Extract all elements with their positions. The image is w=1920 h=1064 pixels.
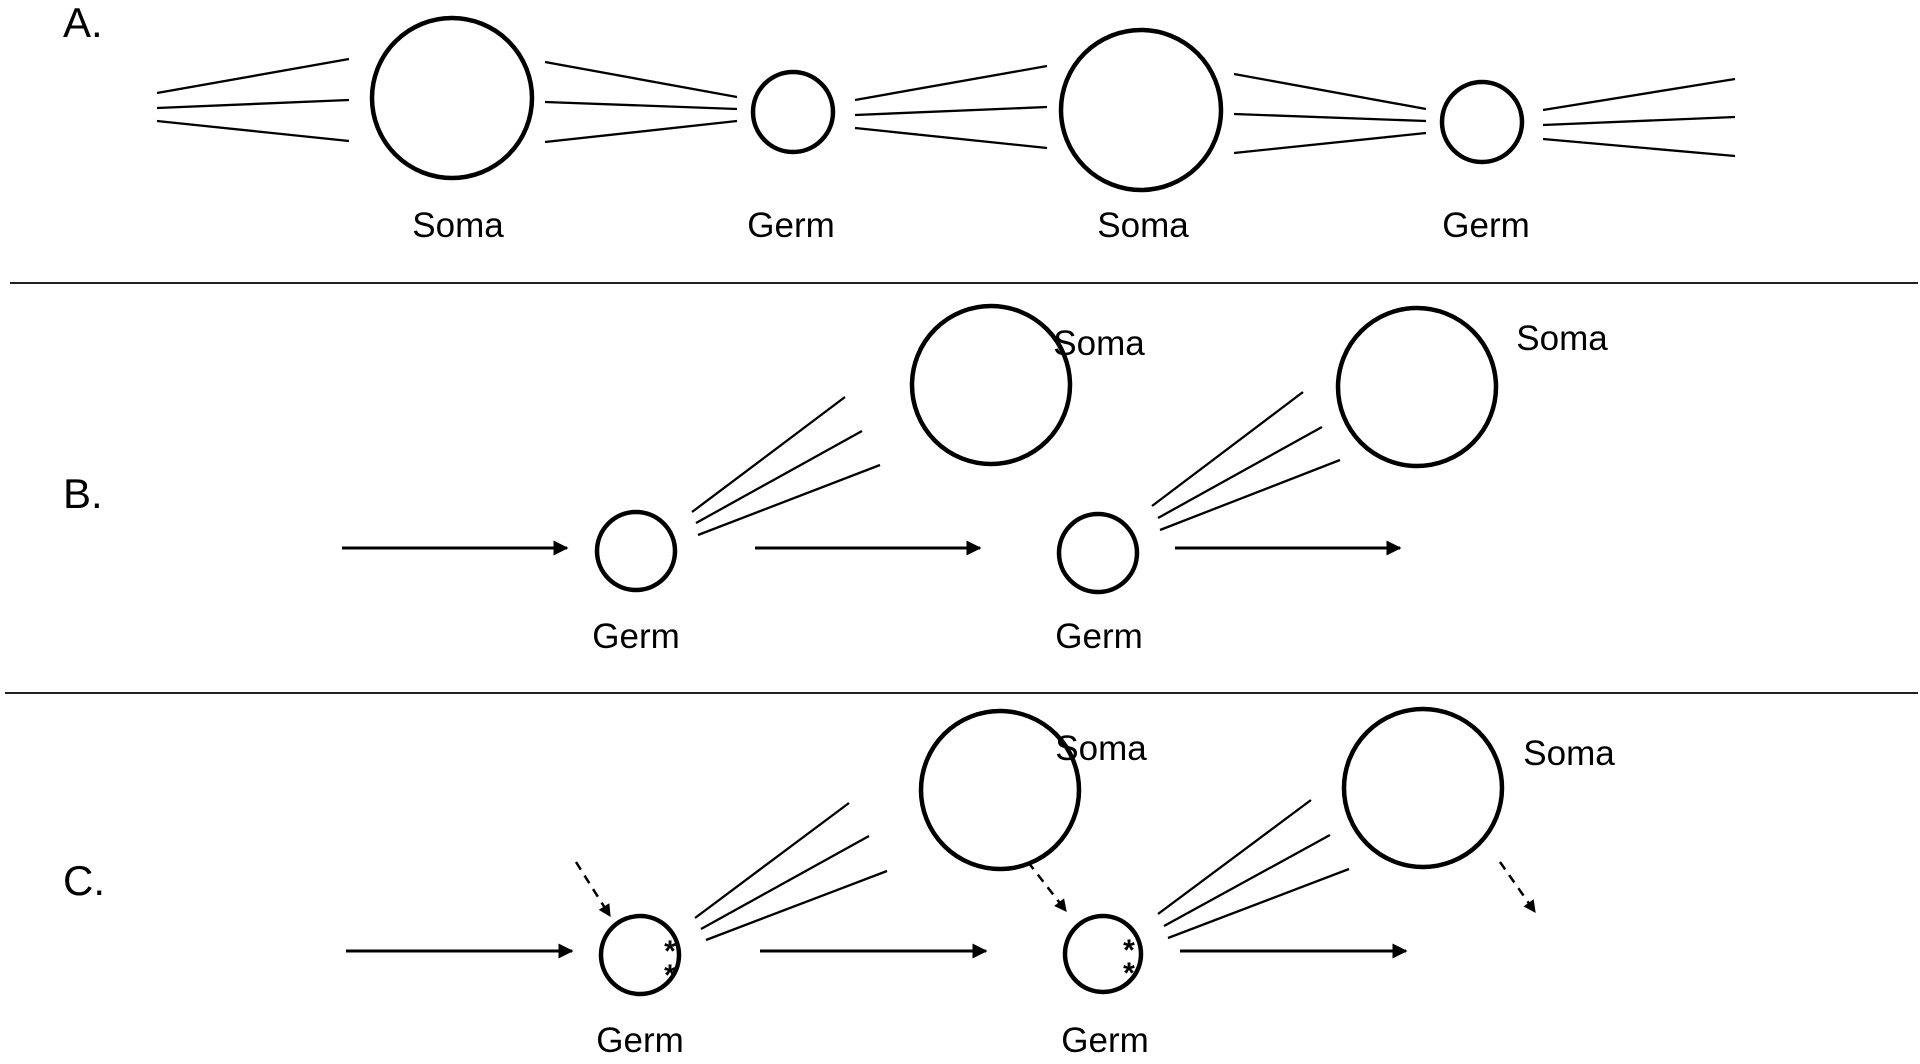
dashed-arrow [574, 861, 612, 918]
soma-label: Soma [1053, 324, 1145, 363]
germ-cell [750, 69, 836, 155]
fan-lines [544, 60, 738, 144]
germ-cell [1062, 913, 1144, 995]
soma-label: Soma [1516, 319, 1608, 358]
fan-lines [1542, 77, 1736, 158]
fan-lines [691, 396, 881, 537]
fan-lines [156, 57, 350, 143]
cell-label: Germ [747, 206, 835, 245]
panel-b-label: B. [63, 470, 103, 517]
panel-c: C. * * Soma * * Soma Germ Germ [63, 706, 1615, 1060]
germ-cell [1056, 511, 1140, 595]
fan-lines [694, 802, 888, 942]
cell-label: Germ [1442, 206, 1530, 245]
germ-label: Germ [1055, 617, 1143, 656]
germ-label: Germ [592, 617, 680, 656]
panel-c-label: C. [63, 857, 105, 904]
germ-label: Germ [596, 1021, 684, 1060]
cell-label: Soma [412, 206, 504, 245]
germ-cell [598, 913, 682, 997]
panel-a-label: A. [63, 0, 103, 46]
fan-lines [1157, 799, 1350, 940]
asterisk-mark: * [1123, 934, 1135, 967]
fan-lines [1233, 72, 1427, 155]
fan-lines [854, 64, 1048, 150]
soma-cell [369, 15, 535, 181]
panel-a: A. Soma Ge [63, 0, 1736, 245]
soma-cell [909, 303, 1073, 467]
soma-cell [1341, 706, 1505, 870]
asterisk-mark: * [1123, 957, 1135, 990]
germ-label: Germ [1061, 1021, 1149, 1060]
dashed-arrow [1498, 861, 1537, 914]
germ-cell [1439, 79, 1525, 165]
soma-cell [918, 708, 1082, 872]
soma-cell [1058, 27, 1224, 193]
panel-b: B. Soma Soma Germ Germ [63, 303, 1608, 656]
asterisk-mark: * [664, 935, 676, 968]
soma-cell [1335, 305, 1499, 469]
asterisk-mark: * [664, 959, 676, 992]
soma-label: Soma [1055, 729, 1147, 768]
germ-cell [594, 509, 678, 593]
cell-label: Soma [1097, 206, 1189, 245]
soma-label: Soma [1523, 734, 1615, 773]
dashed-arrow [1027, 861, 1067, 912]
fan-lines [1151, 391, 1341, 532]
